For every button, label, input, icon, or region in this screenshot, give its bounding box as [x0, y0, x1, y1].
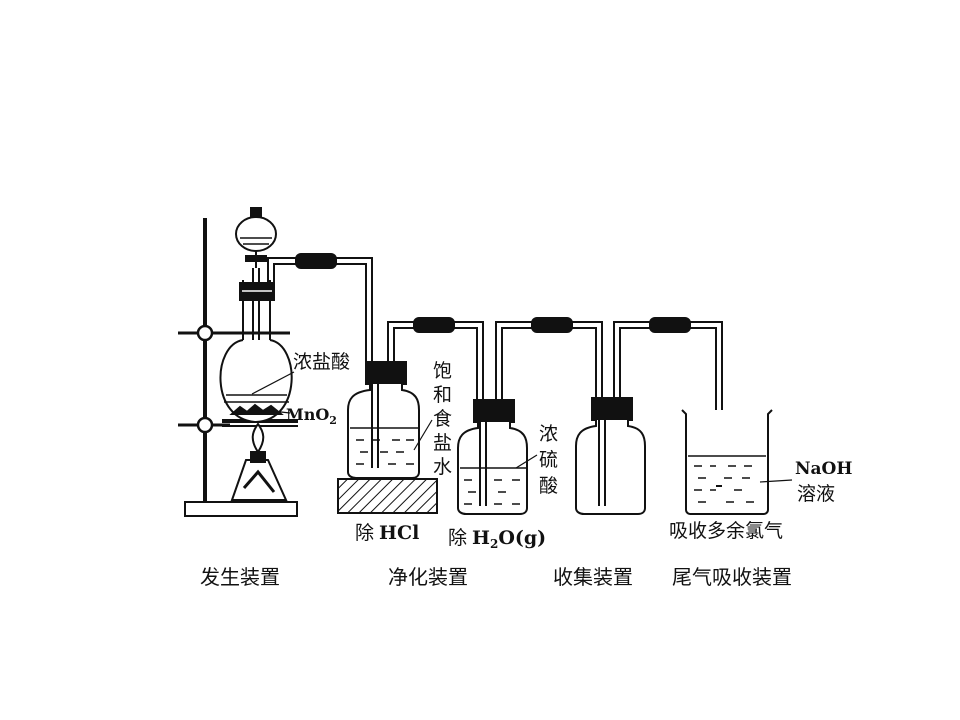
rubber-tube-3 [531, 317, 573, 333]
label-absorb-excess-cl2: 吸收多余氯气 [669, 520, 783, 542]
lower-clamp-knob [196, 416, 214, 434]
leader-naoh [759, 479, 793, 483]
h2so4-char-2: 硫 [539, 449, 558, 471]
bottle1-body [347, 384, 420, 479]
wash-bottle-h2o [457, 317, 603, 515]
leader-mno2 [271, 410, 291, 414]
h2so4-char-1: 浓 [539, 423, 558, 445]
brine-char-2: 和 [433, 384, 452, 406]
bottle3-body [575, 420, 646, 515]
stand-base [184, 501, 298, 517]
separatory-funnel-bulb [235, 216, 277, 252]
leader-brine [413, 419, 433, 451]
wash-bottle-hcl [337, 317, 484, 514]
caption-collector: 收集装置 [553, 565, 633, 589]
collection-bottle [575, 317, 723, 515]
label-naoh-solution: 溶液 [797, 483, 835, 505]
wooden-block [337, 478, 438, 514]
leader-h2so4 [515, 454, 538, 469]
label-saturated-brine: 饱 和 食 盐 水 [433, 360, 452, 478]
mno2-solid [229, 403, 284, 415]
caption-tail-gas: 尾气吸收装置 [672, 565, 792, 589]
brine-char-5: 水 [433, 456, 452, 478]
delivery-tube-3 [495, 321, 603, 406]
upper-clamp-knob [196, 324, 214, 342]
funnel-stopper [250, 207, 262, 217]
brine-char-3: 食 [433, 408, 452, 430]
lamp-flame [251, 422, 265, 454]
caption-purifier: 净化装置 [388, 565, 468, 589]
label-mno2: MnO2 [286, 405, 337, 427]
leader-acid [251, 371, 295, 395]
alcohol-lamp [230, 459, 288, 501]
brine-char-4: 盐 [433, 432, 452, 454]
beaker-body [681, 409, 773, 515]
rubber-tube-4 [649, 317, 691, 333]
leader-lines [251, 371, 793, 483]
generator-apparatus [178, 207, 373, 517]
rubber-tube-1 [295, 253, 337, 269]
lamp-liquid [242, 469, 276, 493]
label-conc-hcl: 浓盐酸 [293, 351, 350, 373]
tail-gas-beaker [681, 409, 773, 515]
brine-char-1: 饱 [433, 360, 452, 382]
rubber-tube-2 [413, 317, 455, 333]
h2so4-char-3: 酸 [539, 475, 558, 497]
label-conc-h2so4: 浓 硫 酸 [539, 423, 558, 497]
caption-generator: 发生装置 [200, 565, 280, 589]
funnel-stopcock [245, 255, 267, 262]
label-naoh: NaOH [795, 459, 852, 479]
